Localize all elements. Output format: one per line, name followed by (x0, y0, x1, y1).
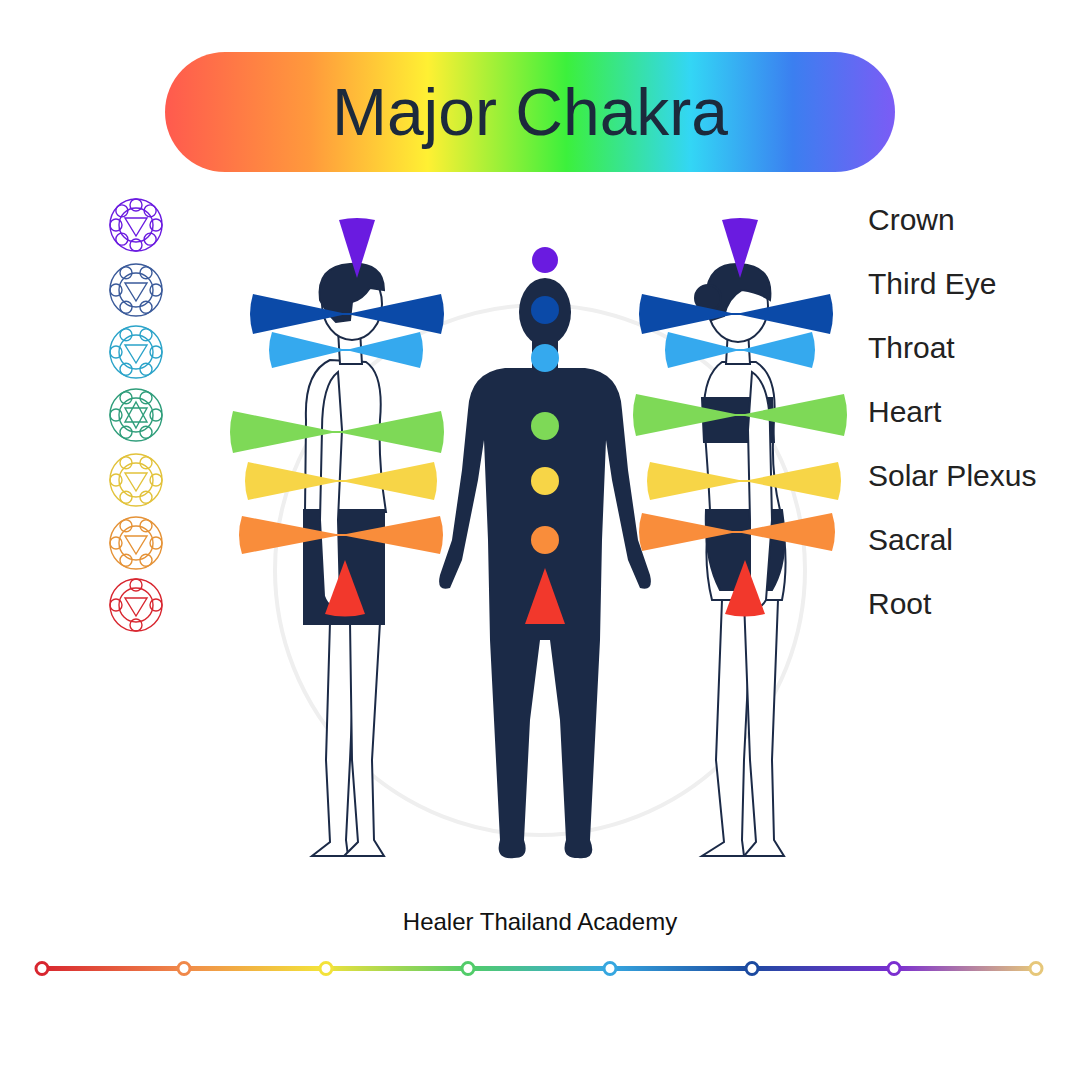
chakra-dot (531, 526, 559, 554)
chakra-symbols (110, 199, 162, 631)
root-cone (525, 568, 565, 624)
chakra-cones (230, 218, 847, 624)
caption: Healer Thailand Academy (403, 910, 677, 934)
front-silhouette (439, 278, 651, 858)
chakra-label: Third Eye (868, 269, 996, 299)
chakra-cone-pair (230, 411, 444, 453)
chakra-dot (531, 296, 559, 324)
chakra-label: Throat (868, 333, 955, 363)
chakra-cone-pair (639, 294, 833, 334)
chakra-symbol (110, 389, 162, 441)
chakra-dot (531, 467, 559, 495)
rainbow-marker (36, 963, 48, 975)
chakra-label: Solar Plexus (868, 461, 1036, 491)
chakra-cone-pair (639, 513, 835, 551)
rainbow-marker (320, 963, 332, 975)
chakra-dot (531, 412, 559, 440)
chakra-cone-pair (250, 294, 444, 334)
crown-cone (722, 218, 758, 278)
chakra-cone-pair (647, 462, 841, 500)
chakra-symbol (110, 517, 162, 569)
bottom-rainbow-markers (36, 963, 1042, 975)
chakra-symbol (110, 454, 162, 506)
chakra-label: Root (868, 589, 931, 619)
chakra-cone-pair (665, 332, 815, 368)
chakra-dot (531, 344, 559, 372)
chakra-symbol (110, 199, 162, 251)
rainbow-marker (178, 963, 190, 975)
chakra-cone-pair (633, 394, 847, 436)
chakra-cone-pair (269, 332, 423, 368)
rainbow-marker (604, 963, 616, 975)
chakra-label: Crown (868, 205, 955, 235)
chakra-symbol (110, 264, 162, 316)
chakra-label: Heart (868, 397, 941, 427)
chakra-cone-pair (245, 462, 437, 500)
rainbow-marker (1030, 963, 1042, 975)
rainbow-marker (462, 963, 474, 975)
chakra-symbol (110, 579, 162, 631)
title: Major Chakra (332, 79, 728, 145)
rainbow-marker (746, 963, 758, 975)
root-cone (325, 560, 365, 617)
rainbow-marker (888, 963, 900, 975)
chakra-symbol (110, 326, 162, 378)
root-cone (725, 560, 765, 617)
chakra-cone-pair (239, 516, 443, 554)
title-pill (165, 52, 895, 172)
chakra-label: Sacral (868, 525, 953, 555)
crown-cone (339, 218, 375, 278)
chakra-dot (532, 247, 558, 273)
